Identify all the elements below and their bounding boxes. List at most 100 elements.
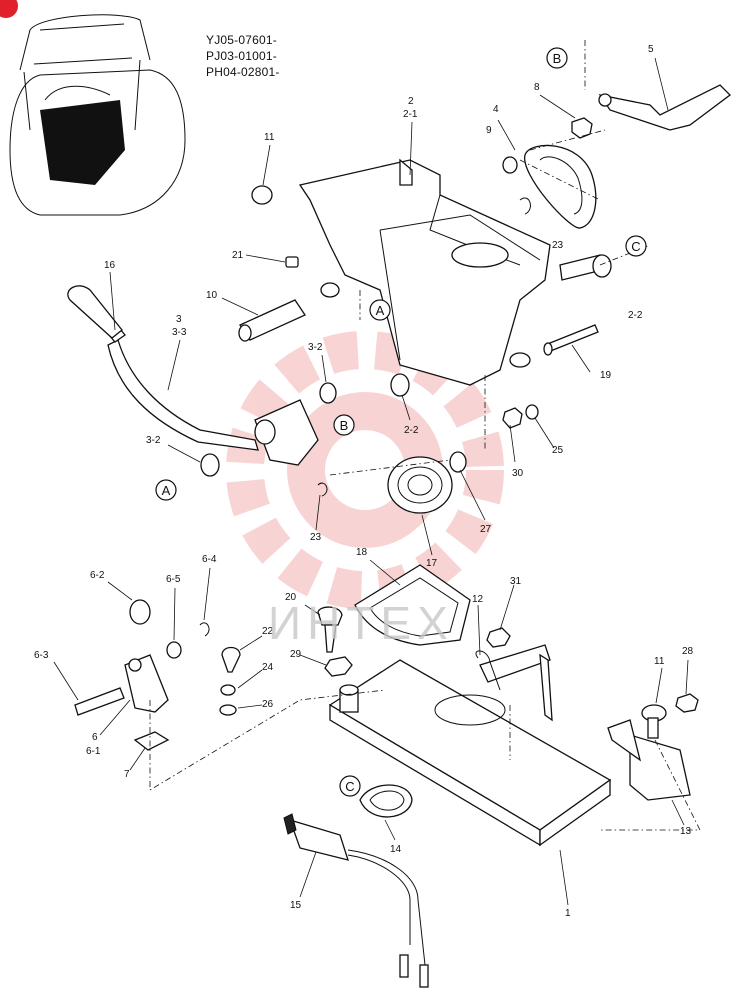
pedal-switch (283, 813, 429, 988)
clip-23a (519, 197, 531, 215)
label-27: 27 (480, 524, 492, 535)
label-2-2-right: 2-2 (628, 310, 643, 321)
label-6: 6 (92, 732, 98, 743)
serial-number-3: PH04-02801- (206, 65, 280, 79)
torsion-spring (387, 456, 453, 514)
label-6-2: 6-2 (90, 570, 105, 581)
svg-text:C: C (631, 239, 640, 254)
washer-9 (502, 156, 518, 174)
leader-lines (53, 57, 689, 906)
label-19: 19 (600, 370, 612, 381)
callout-c-top: C (625, 235, 647, 257)
callout-c-bottom: C (339, 775, 361, 797)
excavator-thumbnail (9, 14, 186, 216)
washer-25 (525, 404, 539, 420)
pin-10 (238, 299, 306, 342)
label-6-5: 6-5 (166, 574, 181, 585)
base-plate (328, 644, 612, 847)
nut-30 (502, 407, 523, 429)
label-17: 17 (426, 558, 438, 569)
rod-end (254, 399, 319, 466)
rubber-pad (354, 564, 471, 646)
svg-text:A: A (376, 303, 385, 318)
label-2: 2 (408, 96, 414, 107)
bushing-3-2-b (200, 453, 220, 477)
corner-badge-icon (0, 0, 18, 18)
bolt-28 (675, 693, 699, 713)
label-3-2-top: 3-2 (308, 342, 323, 353)
stopper-11-right (641, 704, 667, 739)
washer-6-5 (166, 641, 182, 659)
washer-26 (219, 704, 237, 716)
bushing-2-2-lower (390, 373, 410, 397)
label-11-top: 11 (264, 132, 275, 143)
washer-24 (220, 684, 236, 696)
label-29: 29 (290, 649, 302, 660)
svg-text:C: C (345, 779, 354, 794)
label-14: 14 (390, 844, 402, 855)
pin-6-3 (74, 687, 125, 716)
label-1: 1 (565, 908, 571, 919)
svg-text:B: B (553, 51, 562, 66)
label-3: 3 (176, 314, 182, 325)
watermark-text: ИНТЕХ (268, 597, 454, 649)
label-16: 16 (104, 260, 116, 271)
bushing-3-2-a (319, 382, 337, 404)
label-23-top: 23 (552, 240, 564, 251)
grommet (359, 784, 413, 818)
label-8: 8 (534, 82, 540, 93)
svg-text:B: B (340, 418, 349, 433)
screw-22 (221, 646, 241, 673)
callout-a-top: A (369, 299, 391, 321)
label-11-right: 11 (654, 656, 665, 667)
label-12: 12 (472, 594, 484, 605)
label-22: 22 (262, 626, 274, 637)
clip-6-4 (199, 622, 210, 637)
washer-27 (449, 451, 467, 473)
plate-7 (133, 731, 170, 751)
grip-16 (67, 285, 123, 339)
label-3-2-left: 3-2 (146, 435, 161, 446)
label-18: 18 (356, 547, 368, 558)
part-numbers: 2 2-1 11 9 4 8 5 23 2-2 21 16 10 3 3-3 3… (34, 44, 694, 919)
label-2-1: 2-1 (403, 109, 418, 120)
pin-12 (475, 650, 501, 691)
label-30: 30 (512, 468, 524, 479)
label-31: 31 (510, 576, 522, 587)
bushing-6-2 (129, 599, 151, 625)
label-7: 7 (124, 769, 130, 780)
callout-a-left: A (155, 479, 177, 501)
bushing-2-2-upper (592, 254, 612, 278)
label-3-3: 3-3 (172, 327, 187, 338)
bolt-20 (317, 606, 343, 653)
pedal-arm (598, 84, 731, 131)
label-24: 24 (262, 662, 274, 673)
label-20: 20 (285, 592, 297, 603)
label-23-mid: 23 (310, 532, 322, 543)
callout-b-top: B (546, 47, 568, 69)
bolt-8 (571, 117, 593, 139)
label-6-1: 6-1 (86, 746, 101, 757)
serial-number-1: YJ05-07601- (206, 33, 277, 47)
label-10: 10 (206, 290, 218, 301)
label-26: 26 (262, 699, 274, 710)
nut-29 (324, 656, 353, 677)
label-13: 13 (680, 826, 692, 837)
svg-text:A: A (162, 483, 171, 498)
label-25: 25 (552, 445, 564, 456)
label-15: 15 (290, 900, 302, 911)
label-5: 5 (648, 44, 654, 55)
callout-b-mid: B (333, 414, 355, 436)
stop-ring (524, 144, 597, 229)
bolt-19 (543, 324, 599, 356)
label-2-2-mid: 2-2 (404, 425, 419, 436)
label-6-3: 6-3 (34, 650, 49, 661)
bracket-6 (124, 654, 169, 713)
label-21: 21 (232, 250, 244, 261)
clip-23b (317, 482, 328, 497)
nut-31 (486, 627, 511, 648)
pedal-bracket (298, 158, 551, 386)
pin-21 (285, 256, 299, 268)
label-9: 9 (486, 125, 492, 136)
